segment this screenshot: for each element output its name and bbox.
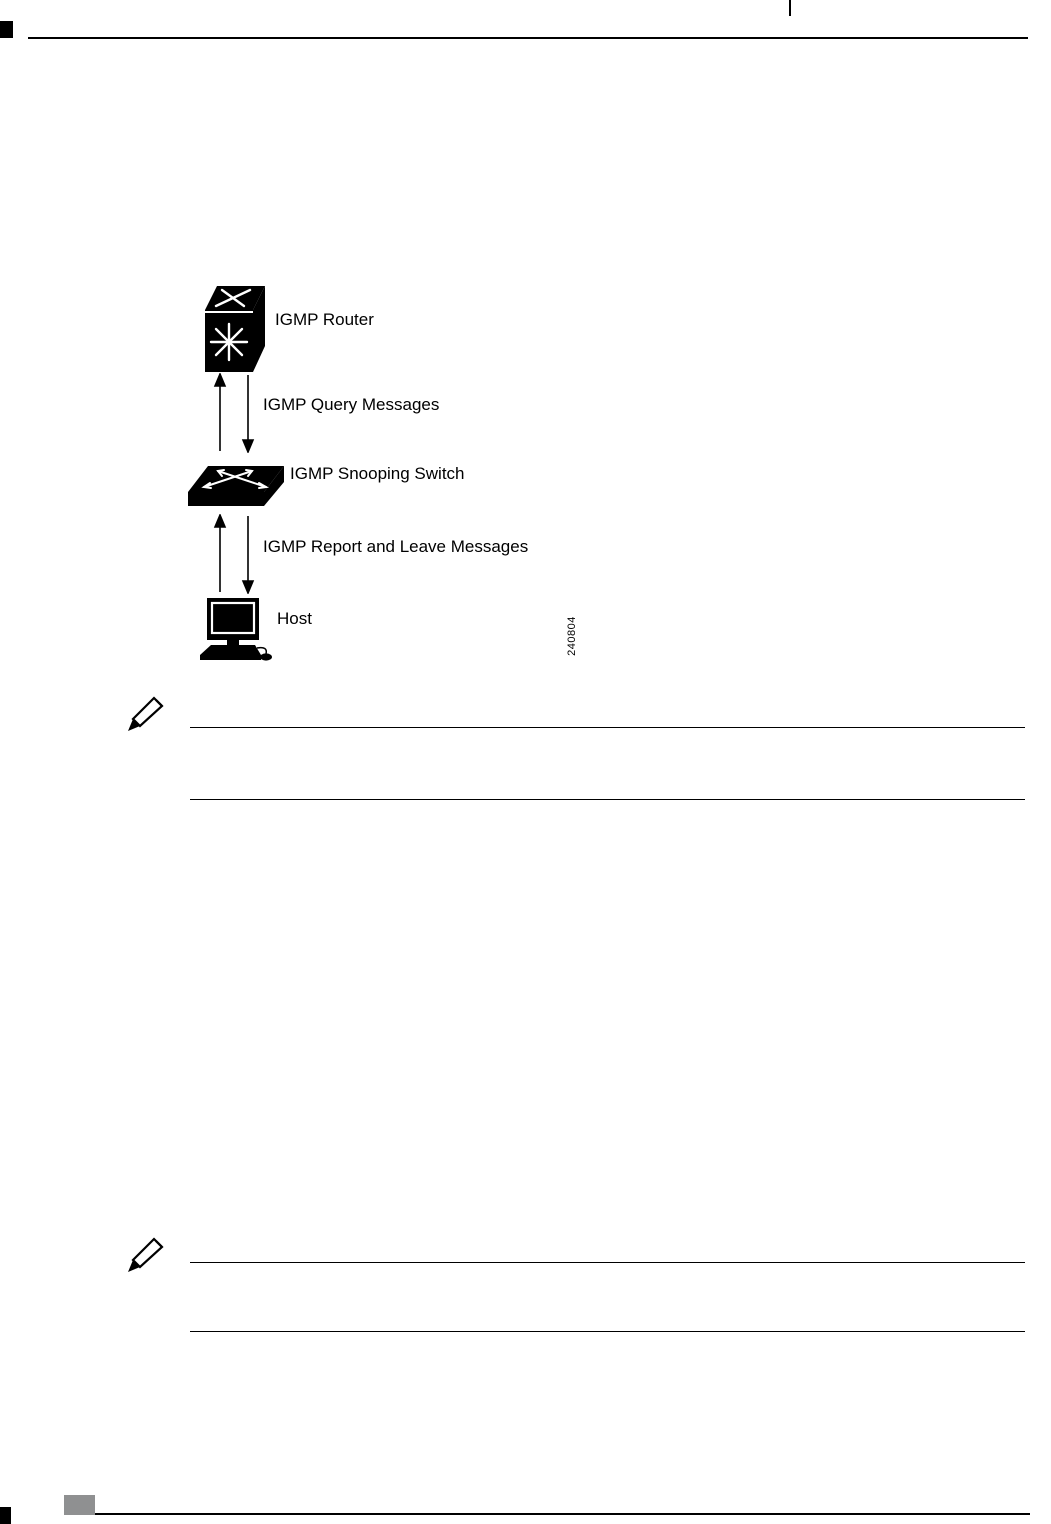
note-rule-top <box>190 1262 1025 1263</box>
note-rule-top <box>190 727 1025 728</box>
figure-number: 240804 <box>565 616 578 656</box>
header-corner-mark <box>0 21 13 38</box>
footer-rule <box>95 1513 1030 1515</box>
host-icon <box>200 598 274 664</box>
note-rule-bottom <box>190 1331 1025 1332</box>
host-label: Host <box>277 609 312 628</box>
report-arrows-label: IGMP Report and Leave Messages <box>263 537 529 556</box>
query-arrows <box>208 371 260 455</box>
top-crop-mark <box>789 0 791 16</box>
router-label: IGMP Router <box>275 310 374 329</box>
report-arrows <box>208 512 260 596</box>
note-icon <box>127 1237 165 1273</box>
igmp-snooping-switch-icon <box>188 460 284 510</box>
switch-label: IGMP Snooping Switch <box>290 464 465 483</box>
footer-corner-mark <box>0 1507 11 1524</box>
query-arrows-label: IGMP Query Messages <box>263 395 440 414</box>
note-rule-bottom <box>190 799 1025 800</box>
igmp-router-icon <box>203 284 267 372</box>
header-rule <box>28 37 1028 39</box>
note-icon <box>127 696 165 732</box>
footer-page-number-box <box>64 1495 95 1515</box>
